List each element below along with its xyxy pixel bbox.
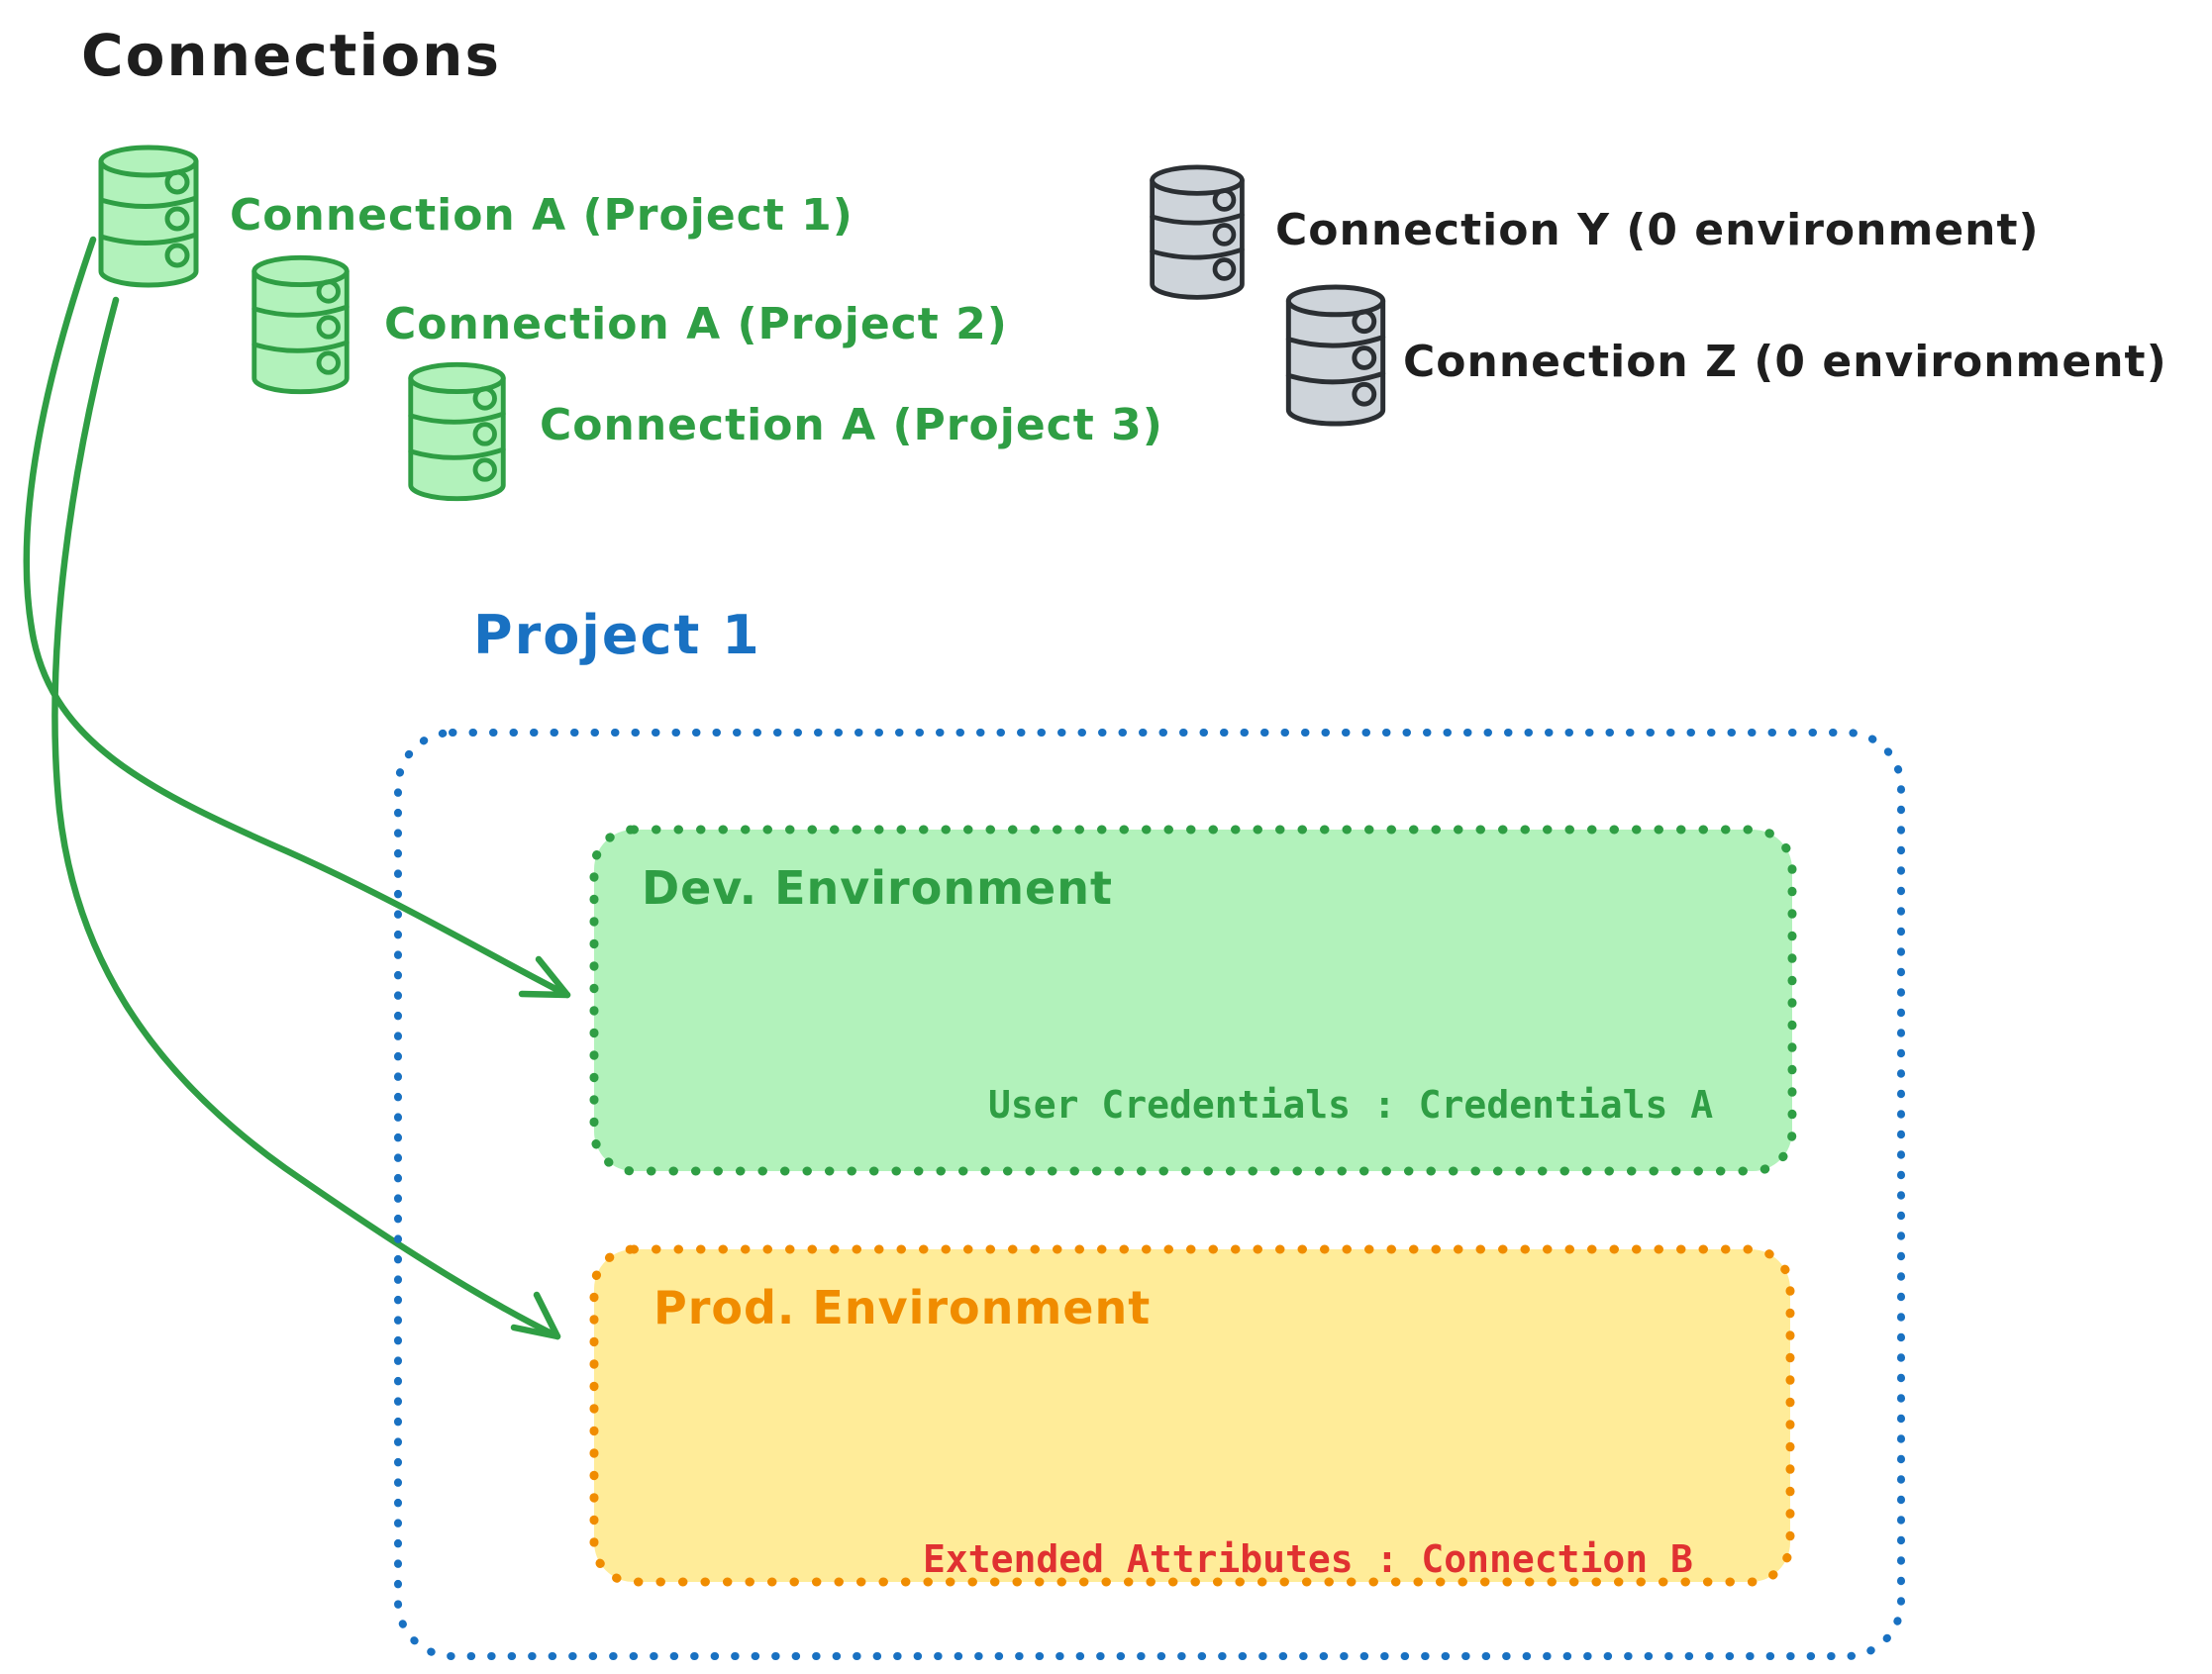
curved-arrow (23, 236, 571, 999)
label-connection-a-project-3: Connection A (Project 3) (540, 400, 1163, 450)
database-icon-connection-a-project-1 (92, 145, 206, 291)
database-icon-connection-a-project-2 (246, 254, 356, 398)
label-connection-a-project-2: Connection A (Project 2) (384, 299, 1008, 349)
prod-credentials-mapping: Extended Attributes : Connection B Ext.A… (923, 1445, 1716, 1674)
database-icon-connection-y (1141, 164, 1255, 303)
project-1-title: Project 1 (473, 604, 761, 666)
dev-credentials-mapping: User Credentials : Credentials A (988, 1083, 1714, 1127)
prod-environment-title: Prod. Environment (654, 1281, 1152, 1334)
prod-mapping-line-1: Extended Attributes : Connection B (923, 1537, 1693, 1581)
arrow-connection-a-to-prod-environment (51, 296, 561, 1340)
dev-environment-title: Dev. Environment (642, 861, 1113, 915)
arrowhead (510, 1291, 561, 1340)
page-title: Connections (81, 22, 501, 89)
database-icon-connection-z (1279, 284, 1393, 430)
arrow-connection-a-to-dev-environment (23, 236, 571, 999)
database-icon-connection-a-project-3 (402, 361, 513, 505)
label-connection-a-project-1: Connection A (Project 1) (230, 190, 854, 241)
label-connection-z: Connection Z (0 environment) (1403, 337, 2167, 387)
arrowhead (518, 955, 571, 999)
label-connection-y: Connection Y (0 environment) (1275, 205, 2040, 255)
curved-arrow (51, 296, 561, 1340)
prod-environment-box (589, 1244, 1795, 1587)
project-1-boundary-box (394, 729, 1905, 1660)
dev-environment-box (589, 825, 1797, 1176)
